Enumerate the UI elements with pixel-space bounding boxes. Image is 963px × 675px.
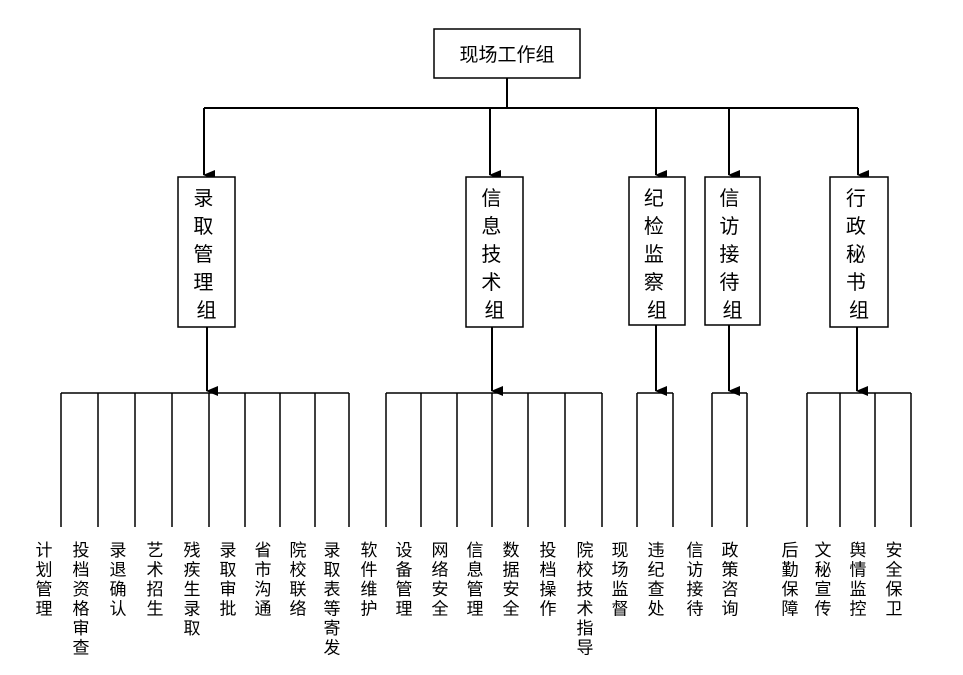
task-label: 后勤保障: [782, 541, 799, 620]
task-leaves: 计划管理 投档资格审查 录退确认 艺术招生 残疾生录取 录取审批 省市沟通 院校联络录取表等寄…: [36, 393, 912, 659]
task-label: 违纪查处: [648, 541, 665, 620]
task-label: 院校技术指导: [577, 541, 594, 659]
task-label: 数据安全: [503, 541, 520, 620]
group-label-discipline: 纪 检 监 察 组: [644, 186, 670, 322]
task-label: 设备管理: [396, 541, 413, 620]
task-label: 计划管理: [36, 541, 53, 620]
group-label-admin: 行 政 秘 书 组: [846, 186, 872, 322]
group-label-recruit: 录 取 管 理 组: [193, 186, 219, 322]
group-label-petition: 信 访 接 待 组: [719, 186, 745, 322]
task-label: 现场监督: [612, 541, 629, 620]
task-label: 投档操作: [540, 541, 557, 620]
task-label: 省市沟通: [255, 541, 272, 620]
task-label: 投档资格审查: [73, 541, 90, 659]
task-label: 残疾生录取: [184, 541, 201, 639]
group-box-admin: [829, 176, 889, 328]
task-label: 信息管理: [467, 541, 484, 620]
task-label: 软件维护: [361, 541, 378, 620]
task-label: 安全保卫: [886, 541, 903, 620]
root-label: 现场工作组: [459, 44, 554, 66]
group-box-recruit: [177, 176, 236, 328]
task-label: 艺术招生: [147, 541, 164, 620]
task-label: 政策咨询: [722, 541, 739, 620]
task-label: 录取表等寄发: [324, 541, 341, 659]
task-label: 舆情监控: [850, 541, 867, 620]
task-label: 文秘宣传: [815, 541, 832, 620]
root-box: [433, 28, 581, 79]
task-label: 录退确认: [110, 541, 127, 620]
group-label-it: 信 息 技 术 组: [481, 186, 507, 322]
group-box-petition: [704, 176, 761, 326]
task-label: 网络安全: [432, 541, 449, 620]
task-label: 信访接待: [687, 541, 704, 620]
group-box-it: [465, 176, 524, 328]
task-label: 院校联络: [290, 541, 307, 620]
task-label: 录取审批: [220, 541, 237, 620]
